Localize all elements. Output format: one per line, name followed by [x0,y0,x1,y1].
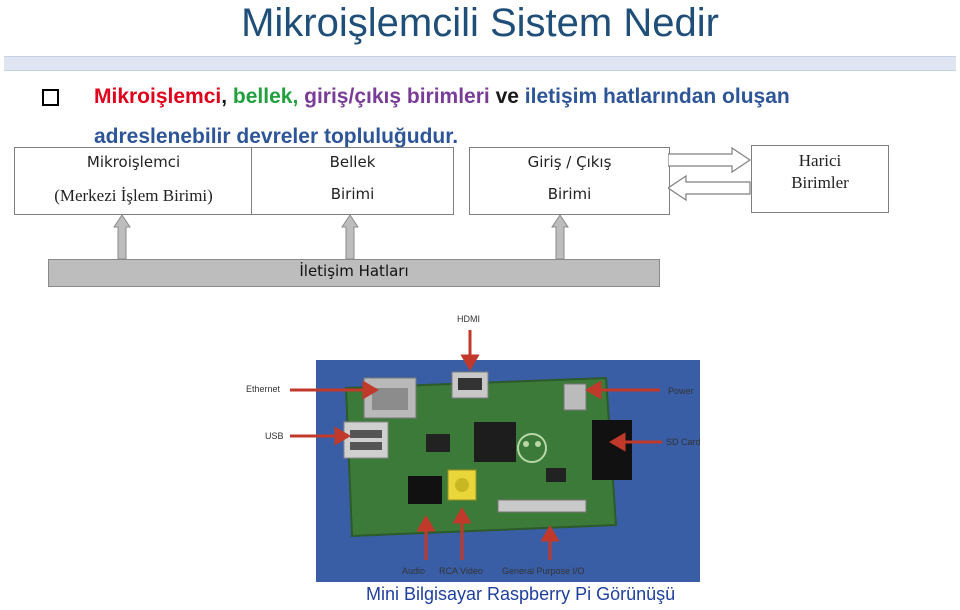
word-comma: , [221,85,228,108]
word-ve: ve [495,85,519,108]
word-birimleri: birimleri [406,85,490,108]
photo-label-ethernet: Ethernet [246,384,281,394]
definition-line-2: adreslenebilir devreler topluluğudur. [94,125,459,148]
memory-label: Bellek [329,153,376,171]
io-external-arrows [668,146,752,202]
io-sublabel: Birimi [547,185,592,203]
photo-caption: Mini Bilgisayar Raspberry Pi Görünüşü [366,584,676,604]
photo-pointer-arrows [290,330,662,560]
photo-label-usb: USB [265,431,284,441]
memory-up-arrow-icon [341,214,359,260]
cpu-sublabel: (Merkezi İşlem Birimi) [54,186,213,205]
cpu-box: Mikroişlemci (Merkezi İşlem Birimi) [14,147,253,215]
photo-label-sdcard: SD Card [666,437,701,447]
external-sublabel: Birimler [791,173,849,192]
photo-label-rca: RCA Video [439,566,483,576]
photo-label-audio: Audio [402,566,426,576]
communication-bus: İletişim Hatları [48,259,660,287]
left-arrow-icon [668,174,751,202]
raspberry-pi-board-illustration [343,371,632,538]
io-up-arrow-icon [551,214,569,260]
photo-label-hdmi: HDMI [457,314,480,324]
checkbox-bullet-icon [42,89,59,106]
word-mikroislemci: Mikroişlemci [94,85,222,108]
photo-label-power: Power [668,386,694,396]
memory-box: Bellek Birimi [251,147,454,215]
external-box: Harici Birimler [751,145,889,213]
title-divider [4,56,956,71]
definition-line-1: Mikroişlemci, bellek, giriş/çıkış biriml… [94,83,790,111]
right-arrow-icon [668,146,752,174]
photo-label-gpio: General Purpose I/O [502,566,585,576]
memory-sublabel: Birimi [330,185,375,203]
cpu-up-arrow-icon [113,214,131,260]
word-iletisim: iletişim [524,85,598,108]
external-label: Harici [798,151,842,170]
word-hatlarindan: hatlarından [603,85,717,108]
word-giris-cikis: giriş/çıkış [304,85,402,108]
word-olusan: oluşan [722,85,790,108]
raspberry-pi-photo [316,360,700,582]
io-label: Giriş / Çıkış [527,153,612,171]
page-title: Mikroişlemcili Sistem Nedir [241,1,719,45]
cpu-label: Mikroişlemci [86,153,181,171]
io-box: Giriş / Çıkış Birimi [469,147,670,215]
bus-arrows [113,214,569,260]
bus-label: İletişim Hatları [299,262,409,280]
word-bellek: bellek, [232,85,299,108]
